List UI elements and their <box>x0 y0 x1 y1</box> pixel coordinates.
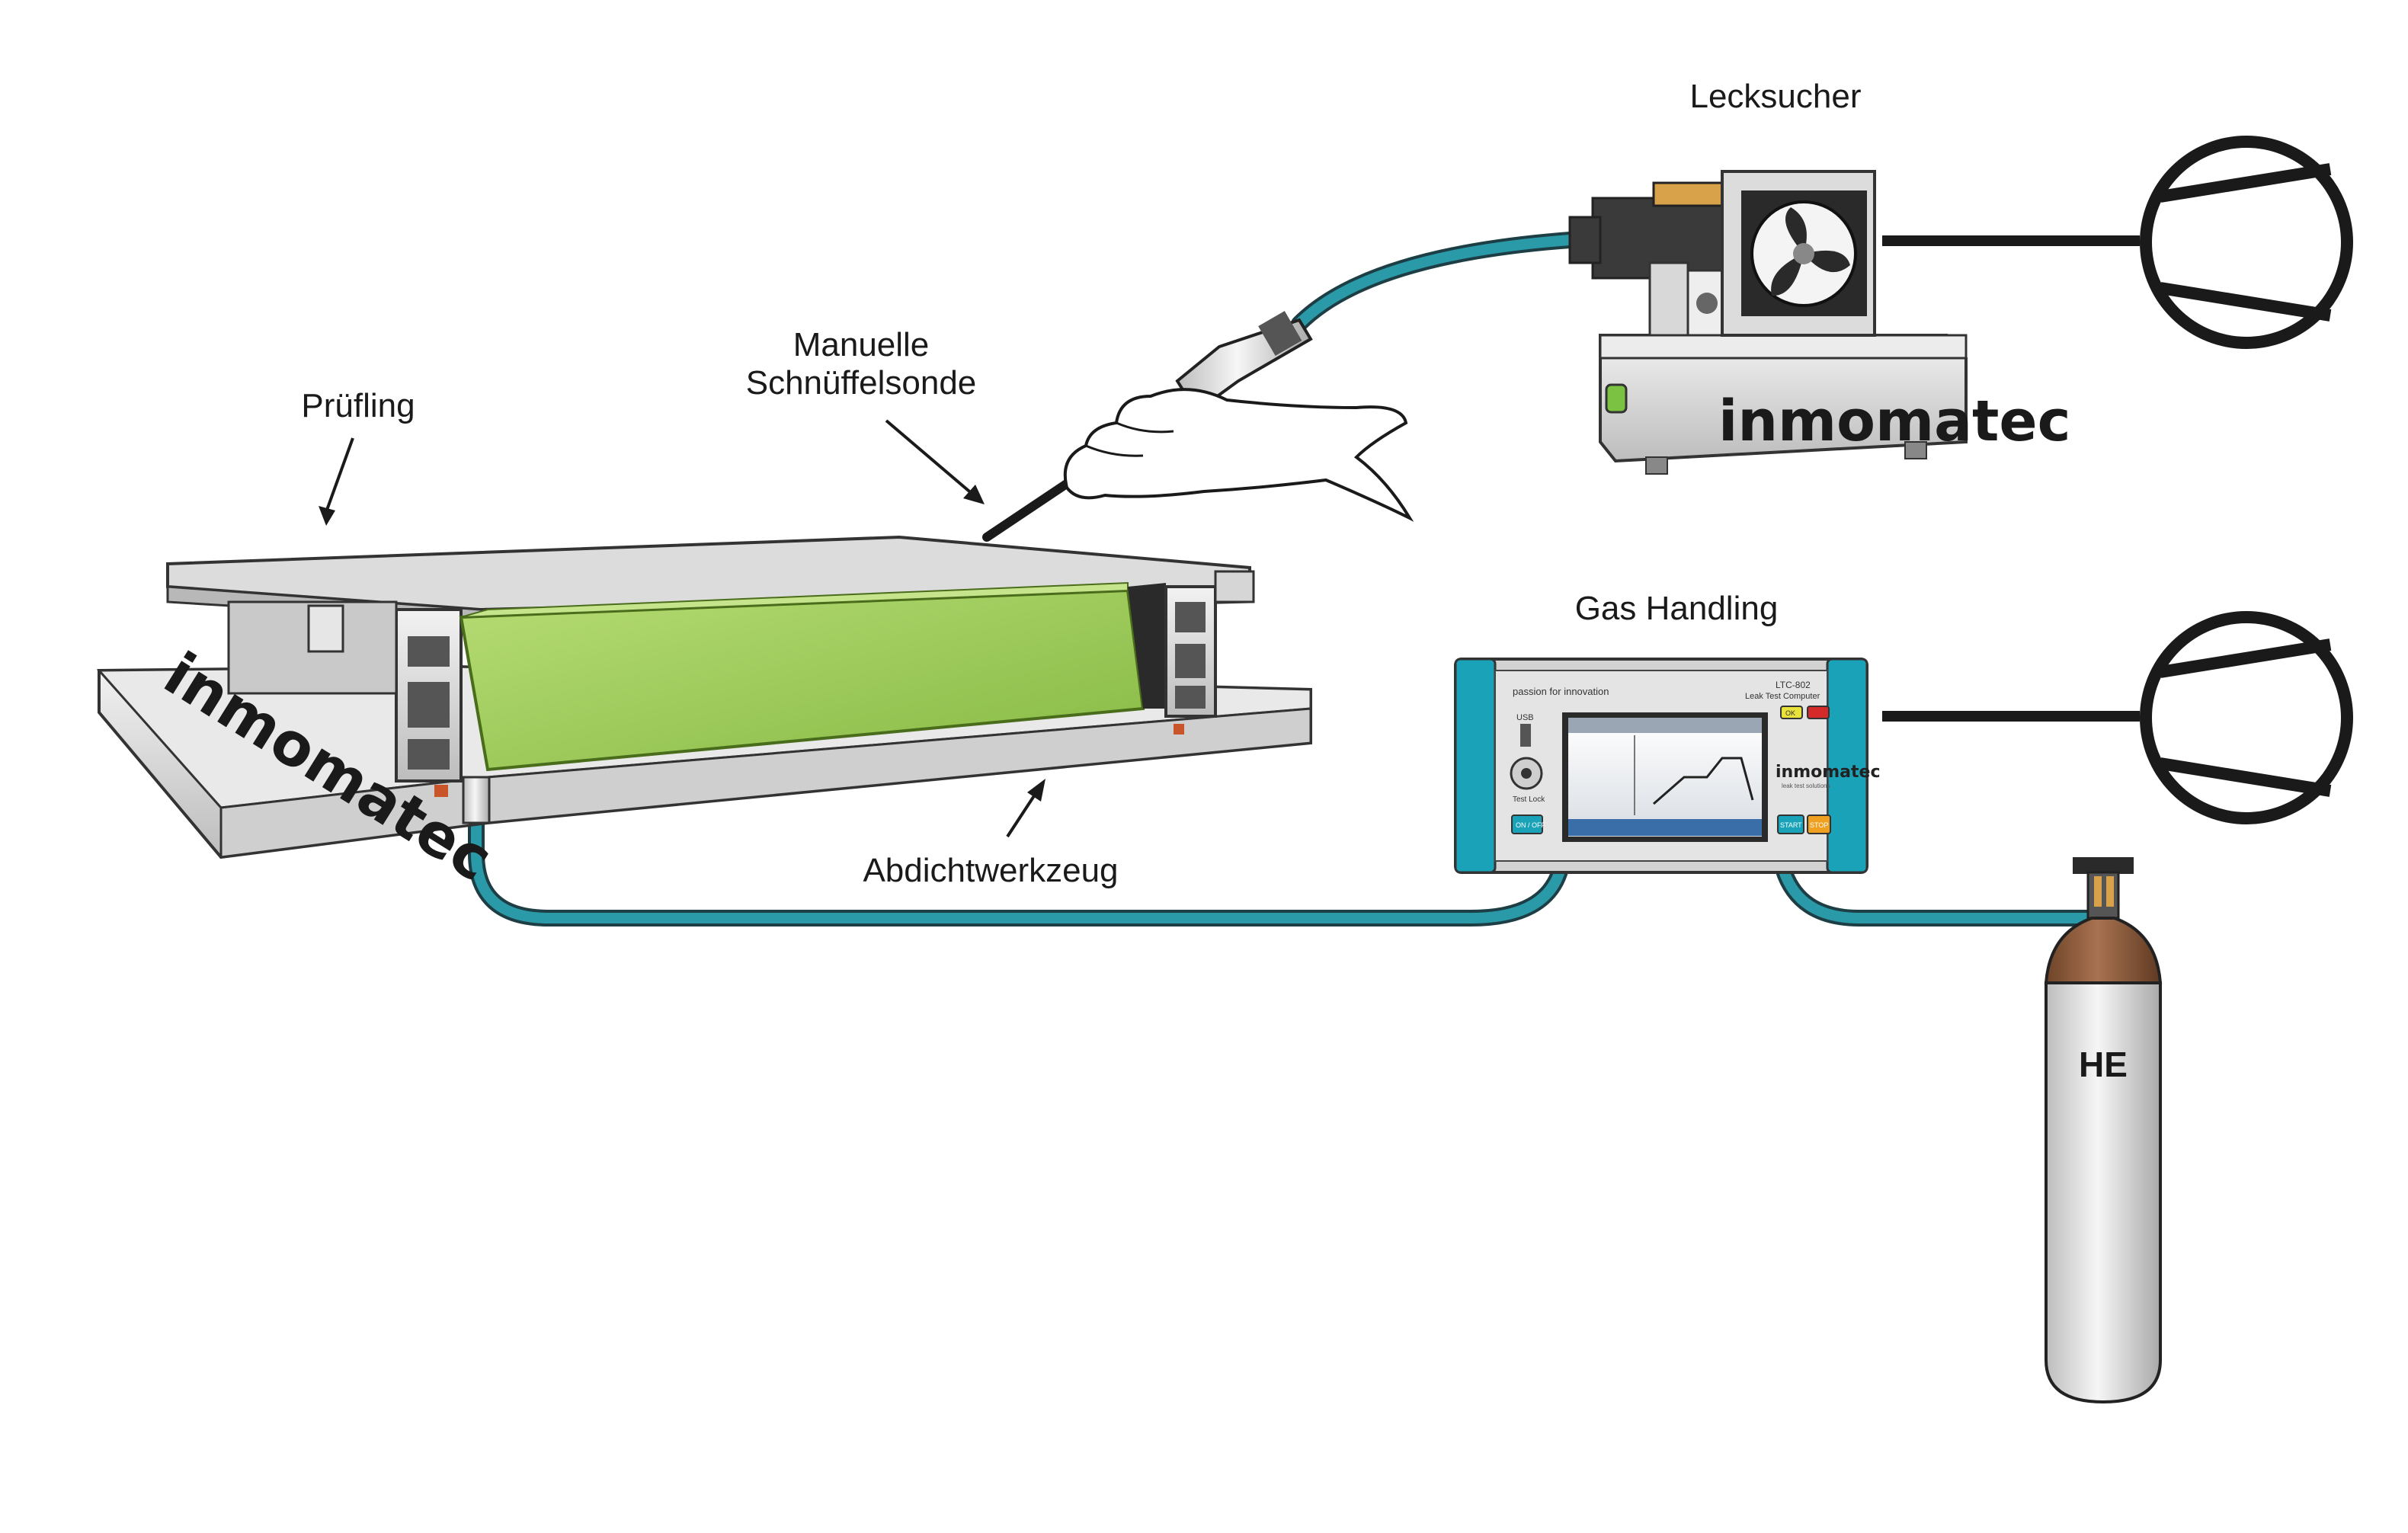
device-model: LTC-802 <box>1776 680 1811 690</box>
label-he: HE <box>2079 1045 2128 1084</box>
leader-arrows <box>319 419 1045 838</box>
label-manuelle: Manuelle <box>793 326 930 363</box>
on-off-button[interactable] <box>1511 815 1543 834</box>
stop-button[interactable] <box>1807 815 1831 834</box>
leak-detector-logo: inmomatec <box>1718 389 2070 454</box>
label-abdichtwerkzeug: Abdichtwerkzeug <box>863 852 1119 889</box>
label-lecksucher: Lecksucher <box>1689 78 1862 115</box>
svg-text:ON / OFF: ON / OFF <box>1516 821 1545 829</box>
svg-text:STOP: STOP <box>1810 821 1828 829</box>
ok-button[interactable] <box>1780 706 1803 719</box>
hoses <box>468 230 2096 927</box>
leak-detector-lecksucher: inmomatec <box>1568 170 2070 475</box>
label-schnueffelsonde: Schnüffelsonde <box>745 364 977 402</box>
device-tagline: passion for innovation <box>1513 686 1609 697</box>
device-logo: inmomatec <box>1776 763 1881 782</box>
usb-label: USB <box>1516 713 1534 722</box>
label-pruefling: Prüfling <box>301 387 415 424</box>
hand-icon <box>1063 388 1414 522</box>
vacuum-pump-symbol-icon <box>1882 136 2353 349</box>
start-button[interactable] <box>1777 815 1804 834</box>
label-gas-handling: Gas Handling <box>1574 590 1779 627</box>
gas-handling-device: passion for innovation LTC-802 Leak Test… <box>1454 658 1881 874</box>
test-lock-label: Test Lock <box>1513 795 1545 804</box>
hose-probe-to-leak-detector <box>1291 230 1601 332</box>
alarm-button[interactable] <box>1807 706 1830 719</box>
device-sub: leak test solutions <box>1782 783 1830 789</box>
svg-text:OK: OK <box>1785 709 1795 717</box>
fan-icon <box>1750 200 1857 307</box>
test-part-pruefling <box>166 535 1255 783</box>
svg-text:START: START <box>1780 821 1802 829</box>
helium-cylinder <box>2044 857 2163 1404</box>
device-subtitle: Leak Test Computer <box>1745 692 1820 701</box>
vacuum-pump-symbol-icon-2 <box>1882 611 2353 824</box>
